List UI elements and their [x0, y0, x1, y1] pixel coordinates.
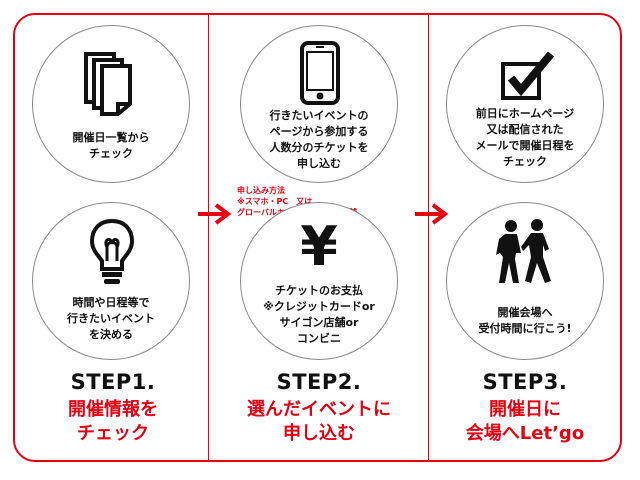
step1-circle-top: 開催日一覧から チェック — [32, 25, 190, 183]
column-divider-right — [428, 15, 429, 460]
step1-label: STEP1. — [70, 370, 156, 394]
lightbulb-icon — [89, 218, 135, 284]
step2-label: STEP2. — [276, 370, 362, 394]
step2-subtitle: 選んだイベントに 申し込む — [247, 399, 391, 444]
step3-circle-bottom: 開催会場へ 受付時間に行こう! — [446, 202, 604, 360]
smartphone-icon — [300, 41, 340, 105]
column-divider-left — [208, 15, 209, 460]
checkmark-icon — [501, 51, 555, 100]
step2-circle-top-text: 行きたいイベントの ページから参加する 人数分のチケットを 申し込む — [269, 109, 369, 170]
step1-circle-bottom-text: 時間や日程等で 行きたいイベント を決める — [67, 296, 155, 341]
yen-icon: ¥ — [300, 215, 338, 278]
walking-people-icon — [496, 219, 551, 283]
step2-circle-bottom-text: チケットのお支払 ※クレジットカードor サイゴン店舗or コンビニ — [263, 284, 375, 345]
step1-circle-bottom: 時間や日程等で 行きたいイベント を決める — [32, 202, 190, 360]
step1-subtitle: 開催情報を チェック — [68, 399, 158, 444]
arrow-right-icon — [198, 203, 232, 225]
step3-circle-top: 前日にホームページ 又は配信された メールで開催日程を チェック — [446, 25, 604, 183]
outer-frame — [13, 13, 622, 462]
step3-circle-top-text: 前日にホームページ 又は配信された メールで開催日程を チェック — [475, 107, 575, 168]
arrow-right-icon — [415, 203, 449, 225]
step2-circle-bottom: ¥ チケットのお支払 ※クレジットカードor サイゴン店舗or コンビニ — [240, 202, 398, 360]
step3-subtitle: 開催日に 会場へLet’go — [465, 399, 585, 444]
step3-circle-bottom-text: 開催会場へ 受付時間に行こう! — [478, 306, 572, 335]
document-icon — [84, 52, 132, 116]
step2-circle-top: 行きたいイベントの ページから参加する 人数分のチケットを 申し込む — [240, 25, 398, 183]
step1-circle-top-text: 開催日一覧から チェック — [72, 131, 150, 160]
step3-label: STEP3. — [482, 370, 568, 394]
